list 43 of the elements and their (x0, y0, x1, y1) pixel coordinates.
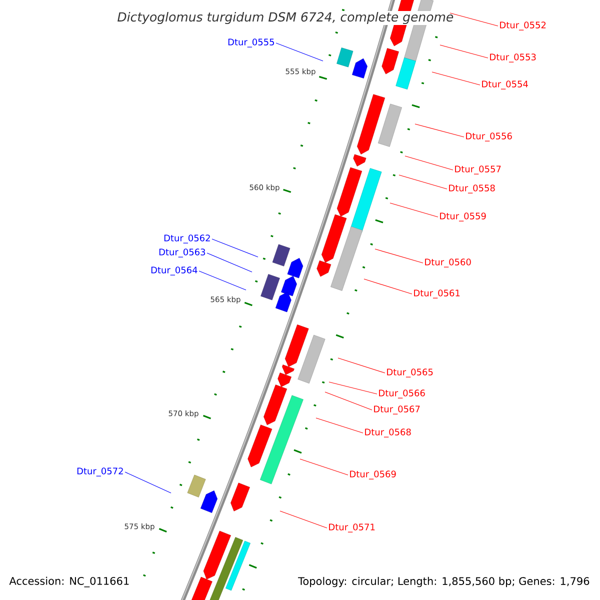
gene-label: Dtur_0552 (500, 22, 546, 30)
gene-label: Dtur_0556 (466, 132, 512, 142)
title: Dictyoglomus turgidum DSM 6724, complete genome (116, 10, 455, 26)
footer-text: Topology: circular; Length: 1,855,560 bp; Genes: 1,796 (298, 576, 590, 588)
footer-text: Accession: NC_011661 (9, 576, 129, 588)
leader-line (316, 418, 364, 434)
leader-line (338, 358, 386, 374)
gene-label: Dtur_0561 (414, 290, 460, 298)
gene-label: Dtur_0558 (449, 184, 495, 194)
leader-line (364, 278, 412, 294)
leader-line (432, 72, 480, 86)
leader-line (324, 392, 372, 410)
leader-line (374, 248, 424, 264)
gene-label: Dtur_0569 (350, 470, 396, 480)
leader-line (198, 270, 246, 290)
gene-label: Dtur_0553 (490, 54, 536, 62)
gene-label: Dtur_0564 (151, 266, 198, 276)
leader-line (328, 382, 378, 394)
leader-line (206, 252, 252, 272)
gene-label: Dtur_0568 (365, 428, 411, 438)
leader-line (124, 472, 172, 494)
leader-line (450, 12, 498, 26)
gene-label: Dtur_0557 (455, 166, 501, 174)
leader-line (398, 174, 448, 190)
gene-label: Dtur_0562 (164, 234, 210, 244)
gene-label: Dtur_0566 (379, 390, 425, 398)
leader-line (414, 124, 464, 138)
gene-label: Dtur_0567 (374, 406, 420, 414)
gene-label: Dtur_0565 (387, 368, 433, 378)
leader-line (212, 238, 258, 258)
gene-label: Dtur_0554 (482, 80, 528, 90)
gene-label: Dtur_0559 (440, 212, 486, 222)
leader-line (300, 458, 348, 476)
leader-line (390, 202, 438, 218)
gene-label: Dtur_0563 (159, 248, 206, 258)
gene-label: Dtur_0572 (77, 468, 123, 476)
gene-label: Dtur_0571 (329, 524, 375, 532)
gene-label: Dtur_0555 (228, 38, 274, 48)
leader-line (440, 44, 488, 58)
leader-line (276, 42, 324, 62)
leader-line (280, 510, 328, 528)
gene-label: Dtur_0560 (425, 258, 471, 268)
leader-line (404, 156, 454, 170)
